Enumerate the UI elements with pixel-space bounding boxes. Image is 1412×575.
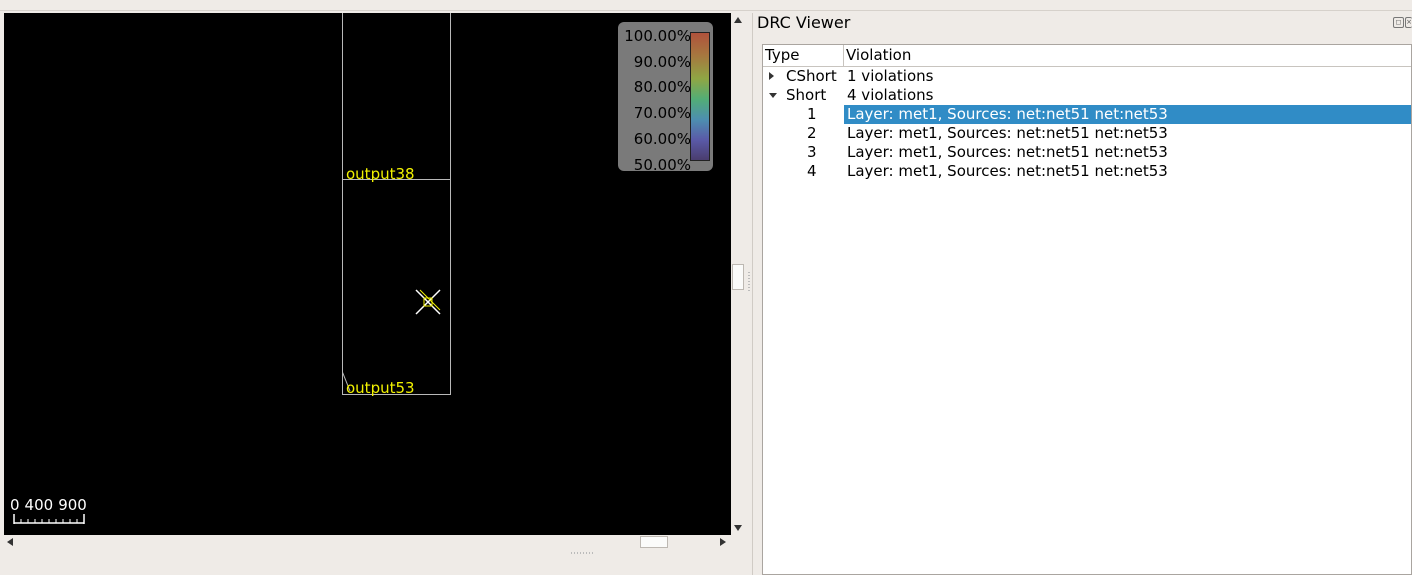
vertical-scroll-thumb[interactable] (732, 264, 744, 290)
column-divider[interactable] (843, 45, 844, 66)
group-summary: 4 violations (847, 86, 934, 104)
group-type: CShort (786, 67, 837, 85)
instance-output38[interactable] (342, 13, 451, 180)
instance-output53[interactable] (342, 179, 451, 395)
dock-splitter-handle[interactable] (748, 272, 750, 292)
violation-row[interactable]: 4 Layer: met1, Sources: net:net51 net:ne… (763, 162, 1411, 181)
group-summary: 1 violations (847, 67, 934, 85)
expand-arrow-icon[interactable] (769, 72, 774, 80)
legend-label-60: 60.00% (633, 129, 691, 148)
column-header-violation[interactable]: Violation (846, 46, 912, 64)
canvas-vertical-scrollbar[interactable] (731, 13, 745, 535)
tree-header: Type Violation (763, 45, 1411, 67)
instance-label-output53: output53 (346, 379, 415, 397)
instance-label-output38: output38 (346, 165, 415, 183)
violation-row[interactable]: 3 Layer: met1, Sources: net:net51 net:ne… (763, 143, 1411, 162)
horizontal-scroll-thumb[interactable] (640, 536, 668, 548)
drc-violation-tree[interactable]: Type Violation CShort 1 violations Short… (762, 44, 1412, 575)
scale-tick-0: 0 (10, 496, 20, 514)
window-top-border (0, 10, 1412, 11)
scroll-left-arrow-icon[interactable] (7, 538, 13, 546)
scroll-right-arrow-icon[interactable] (720, 538, 726, 546)
violation-description: Layer: met1, Sources: net:net51 net:net5… (847, 124, 1168, 142)
scale-bar (13, 514, 85, 524)
column-header-type[interactable]: Type (765, 46, 800, 64)
collapse-arrow-icon[interactable] (769, 93, 777, 98)
violation-description: Layer: met1, Sources: net:net51 net:net5… (847, 143, 1168, 161)
violation-index: 2 (807, 124, 817, 142)
legend-label-70: 70.00% (633, 104, 691, 123)
instance-orientation-mark (342, 371, 351, 392)
scale-tick-2: 900 (58, 496, 87, 514)
legend-label-90: 90.00% (633, 52, 691, 71)
violation-row[interactable]: 2 Layer: met1, Sources: net:net51 net:ne… (763, 124, 1411, 143)
legend-label-50: 50.00% (633, 155, 691, 174)
group-type: Short (786, 86, 827, 104)
legend-label-80: 80.00% (633, 78, 691, 97)
violation-description: Layer: met1, Sources: net:net51 net:net5… (844, 105, 1411, 124)
canvas-horizontal-scrollbar[interactable] (4, 535, 731, 549)
bottom-splitter-handle[interactable] (571, 552, 593, 554)
drc-violation-marker-icon[interactable] (414, 288, 442, 316)
tree-group-short[interactable]: Short 4 violations (763, 86, 1411, 105)
float-panel-icon[interactable]: ◻ (1393, 17, 1404, 28)
violation-row[interactable]: 1 Layer: met1, Sources: net:net51 net:ne… (763, 105, 1411, 124)
violation-index: 4 (807, 162, 817, 180)
heatmap-legend-labels: 100.00% 90.00% 80.00% 70.00% 60.00% 50.0… (624, 24, 691, 178)
heatmap-legend: 100.00% 90.00% 80.00% 70.00% 60.00% 50.0… (618, 22, 713, 174)
heatmap-color-gradient (690, 32, 710, 161)
scroll-up-arrow-icon[interactable] (734, 17, 742, 23)
drc-viewer-title: DRC Viewer (757, 13, 851, 32)
scale-tick-1: 400 (24, 496, 54, 514)
violation-index: 1 (807, 105, 817, 123)
violation-description: Layer: met1, Sources: net:net51 net:net5… (847, 162, 1168, 180)
close-panel-icon[interactable]: × (1405, 17, 1412, 28)
tree-group-cshort[interactable]: CShort 1 violations (763, 67, 1411, 86)
panel-separator (752, 13, 753, 575)
legend-label-100: 100.00% (624, 27, 691, 45)
violation-index: 3 (807, 143, 817, 161)
scroll-down-arrow-icon[interactable] (734, 525, 742, 531)
